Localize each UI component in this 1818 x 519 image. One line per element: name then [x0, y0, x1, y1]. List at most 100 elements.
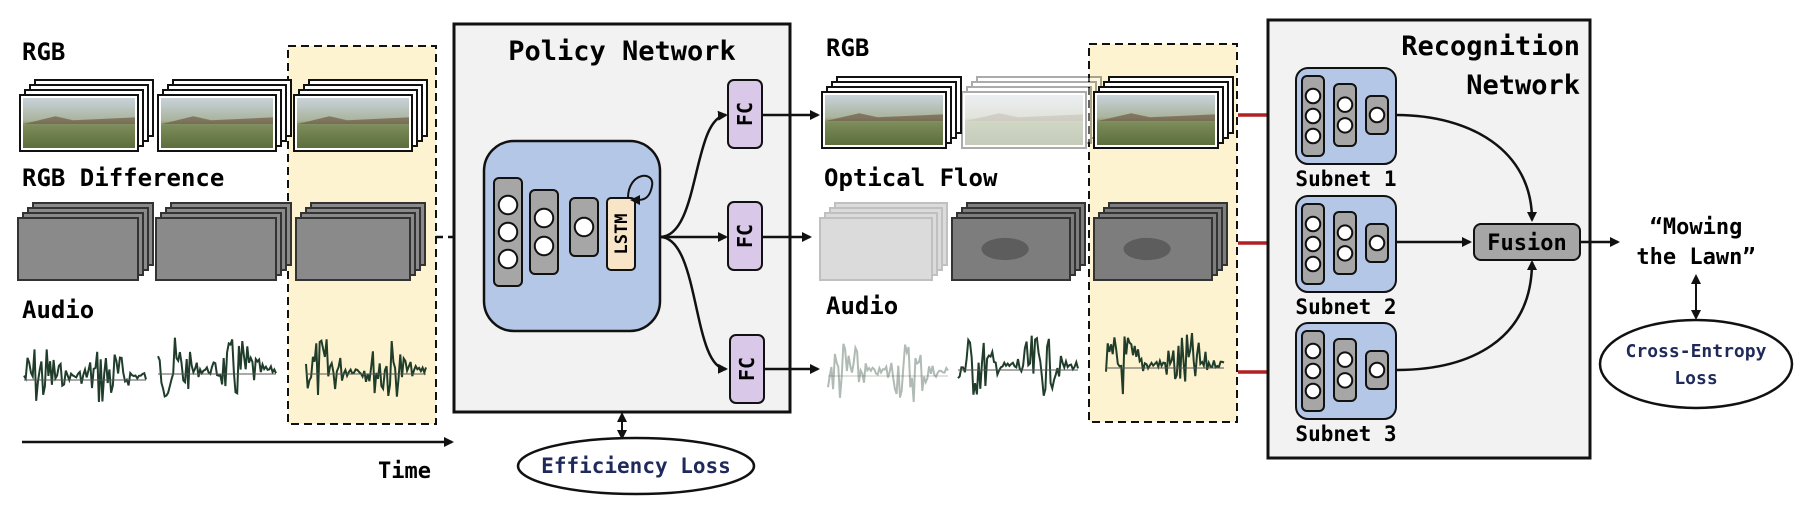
- layer-box: [1333, 211, 1357, 275]
- middle-rgb-frame-stacks: [821, 76, 1234, 149]
- frame-stack: [1093, 202, 1228, 281]
- efficiency-loss-ellipse: [516, 436, 756, 496]
- cross-entropy-line2: Loss: [1674, 368, 1717, 389]
- subnet-layer-2: [1333, 338, 1357, 402]
- middle-audio-label: Audio: [826, 292, 898, 320]
- frame-house: [825, 113, 943, 122]
- left-audio-waveforms: [23, 337, 427, 403]
- fc-label: FC: [733, 224, 757, 248]
- cross-entropy-loss-ellipse: [1598, 318, 1794, 410]
- neuron: [1368, 361, 1386, 379]
- audio-waveform: [827, 343, 949, 403]
- policy-layer-3: [569, 197, 599, 257]
- layer-box: [1333, 338, 1357, 402]
- frame: [829, 207, 943, 271]
- left-rgb-frame-stacks: [19, 79, 428, 152]
- fusion-label: Fusion: [1487, 231, 1566, 256]
- branch-to-fc-top: [659, 110, 728, 239]
- frame: [17, 217, 139, 281]
- frame-house: [965, 113, 1083, 122]
- neuron: [1304, 382, 1322, 400]
- frame-stack: [295, 202, 426, 281]
- efficiency-loss-label: Efficiency Loss: [541, 454, 731, 478]
- fc-label: FC: [733, 102, 757, 126]
- subnet-layer-2: [1333, 211, 1357, 275]
- fc-box-top: FC: [727, 79, 763, 149]
- frame: [834, 202, 948, 266]
- frame-stack: [17, 202, 154, 281]
- neuron: [1336, 351, 1354, 368]
- prediction-line2: the Lawn”: [1636, 245, 1755, 270]
- neuron: [497, 248, 519, 270]
- frame-stack: [961, 76, 1102, 149]
- frame-stack: [1093, 76, 1234, 149]
- subnets: Subnet 1 Subnet 2 Subnet 3: [1295, 67, 1397, 446]
- neuron: [1304, 215, 1322, 233]
- neuron: [1368, 234, 1386, 252]
- subnet-layer-3: [1365, 223, 1389, 263]
- audio-waveform: [23, 349, 147, 403]
- neuron: [1304, 255, 1322, 273]
- neuron: [573, 216, 595, 238]
- layer-box: [1333, 83, 1357, 147]
- audio-waveform: [957, 335, 1079, 396]
- frame-house: [161, 116, 273, 125]
- subnet-2: Subnet 2: [1295, 195, 1397, 319]
- subnet-layer-2: [1333, 83, 1357, 147]
- subnet-label: Subnet 3: [1295, 422, 1396, 446]
- recognition-title-line2: Network: [1466, 70, 1580, 101]
- prediction-line1: “Mowing: [1650, 215, 1743, 240]
- fc-box-bottom: FC: [729, 334, 765, 404]
- neuron: [1304, 342, 1322, 360]
- neuron: [1304, 362, 1322, 380]
- flow-blob: [981, 237, 1029, 261]
- lstm-label: LSTM: [612, 214, 632, 255]
- lstm-recurrent-arrow: [627, 174, 654, 206]
- left-audio-label: Audio: [22, 296, 94, 324]
- neuron: [1304, 107, 1322, 125]
- neuron: [1336, 245, 1354, 262]
- fc-label: FC: [735, 357, 759, 381]
- policy-network-title: Policy Network: [508, 36, 736, 67]
- left-rgb-difference-label: RGB Difference: [22, 164, 224, 192]
- subnet-3-to-fusion-arrow: [1395, 260, 1537, 372]
- neuron: [1336, 117, 1354, 134]
- neuron: [533, 235, 555, 257]
- neuron: [497, 194, 519, 216]
- subnet-layer-3: [1365, 350, 1389, 390]
- frame-stack: [19, 79, 154, 152]
- subnet-1-to-fusion-arrow: [1395, 113, 1537, 222]
- subnet-layer-1: [1301, 203, 1325, 285]
- subnet-layer-1: [1301, 75, 1325, 157]
- frame-stack: [155, 202, 292, 281]
- audio-waveform: [157, 337, 277, 398]
- left-rgb-difference-stacks: [17, 202, 426, 281]
- frame: [819, 217, 933, 281]
- layer-box: [529, 189, 559, 275]
- recognition-title-line1: Recognition: [1401, 31, 1580, 62]
- neuron: [497, 221, 519, 243]
- branch-to-fc-bottom: [659, 235, 728, 374]
- frame-house: [297, 116, 409, 125]
- middle-audio-waveforms: [827, 332, 1225, 403]
- neuron: [1304, 127, 1322, 145]
- neuron: [1368, 106, 1386, 124]
- flow-blob: [1123, 237, 1171, 261]
- subnet-1: Subnet 1: [1295, 67, 1397, 191]
- neuron: [1336, 372, 1354, 389]
- frame-house: [23, 116, 135, 125]
- policy-encoder-layers: [493, 177, 599, 287]
- middle-rgb-label: RGB: [826, 34, 869, 62]
- neuron: [1304, 87, 1322, 105]
- neuron: [533, 207, 555, 229]
- frame-stack: [293, 79, 428, 152]
- policy-layer-2: [529, 189, 559, 275]
- lstm-box: [606, 197, 636, 271]
- frame-stack: [819, 202, 948, 281]
- fc-box-middle: FC: [727, 201, 763, 271]
- frame-stack: [821, 76, 962, 149]
- subnet-label: Subnet 2: [1295, 295, 1396, 319]
- frame: [295, 217, 411, 281]
- middle-optical-flow-stacks: [819, 202, 1228, 281]
